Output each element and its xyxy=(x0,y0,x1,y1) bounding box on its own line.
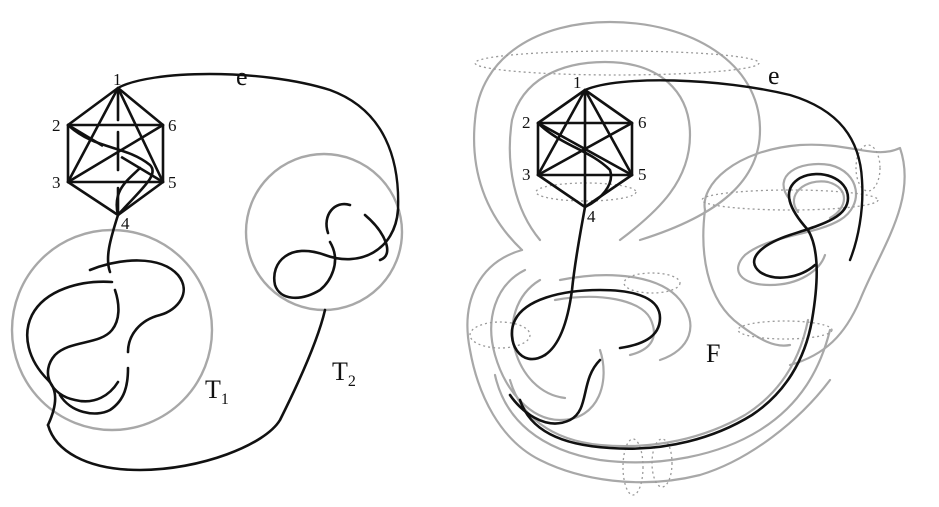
tangle-label-t1: T1 xyxy=(205,375,229,408)
t1-strand-b xyxy=(48,290,118,401)
vertex-label-r6: 6 xyxy=(638,113,647,132)
edge-label-e-right: e xyxy=(768,61,780,90)
vertex-label-r4: 4 xyxy=(587,207,596,226)
vertex-label-r2: 2 xyxy=(522,113,531,132)
edge-e-right xyxy=(585,80,862,260)
t2-strand-a xyxy=(274,210,398,298)
k6-graph-left xyxy=(68,88,163,215)
t1-strand-c xyxy=(90,260,184,352)
surface-lower-band-1 xyxy=(491,270,603,420)
t1-strand-d xyxy=(27,282,112,425)
vertex-label-r3: 3 xyxy=(522,165,531,184)
cross-sections xyxy=(470,51,880,495)
core-strand-right xyxy=(510,174,848,449)
surface-right-knot-band-2 xyxy=(794,181,844,218)
t2-strand-b xyxy=(327,204,350,233)
surface-outer-top-bulb xyxy=(474,22,760,250)
tangle-t1-strands xyxy=(27,215,183,425)
surface-f xyxy=(467,22,904,482)
left-panel: 1 2 3 4 5 6 e T2 T1 xyxy=(12,62,402,470)
core-from-v4 xyxy=(545,207,585,355)
k6-graph-right xyxy=(538,90,632,207)
right-panel: 1 2 3 4 5 6 e F xyxy=(467,22,904,495)
t1-strand-e xyxy=(60,368,128,414)
t2-strand-d xyxy=(48,310,325,470)
section-mid-right xyxy=(738,321,832,339)
surface-label-f: F xyxy=(706,339,720,368)
tangle-label-t2: T2 xyxy=(332,357,356,390)
t2-strand-c xyxy=(365,215,387,260)
vertex-label-2: 2 xyxy=(52,116,61,135)
vertex-label-r1: 1 xyxy=(573,73,582,92)
vertex-label-4: 4 xyxy=(121,214,130,233)
section-left-mid xyxy=(470,322,530,348)
vertex-label-r5: 5 xyxy=(638,165,647,184)
core-long-bottom xyxy=(520,230,817,449)
core-lower-loop xyxy=(512,290,660,359)
diag-r-2-4 xyxy=(538,123,611,207)
edge-label-e-left: e xyxy=(236,62,248,91)
vertex-label-6: 6 xyxy=(168,116,177,135)
vertex-label-5: 5 xyxy=(168,173,177,192)
vertex-label-3: 3 xyxy=(52,173,61,192)
